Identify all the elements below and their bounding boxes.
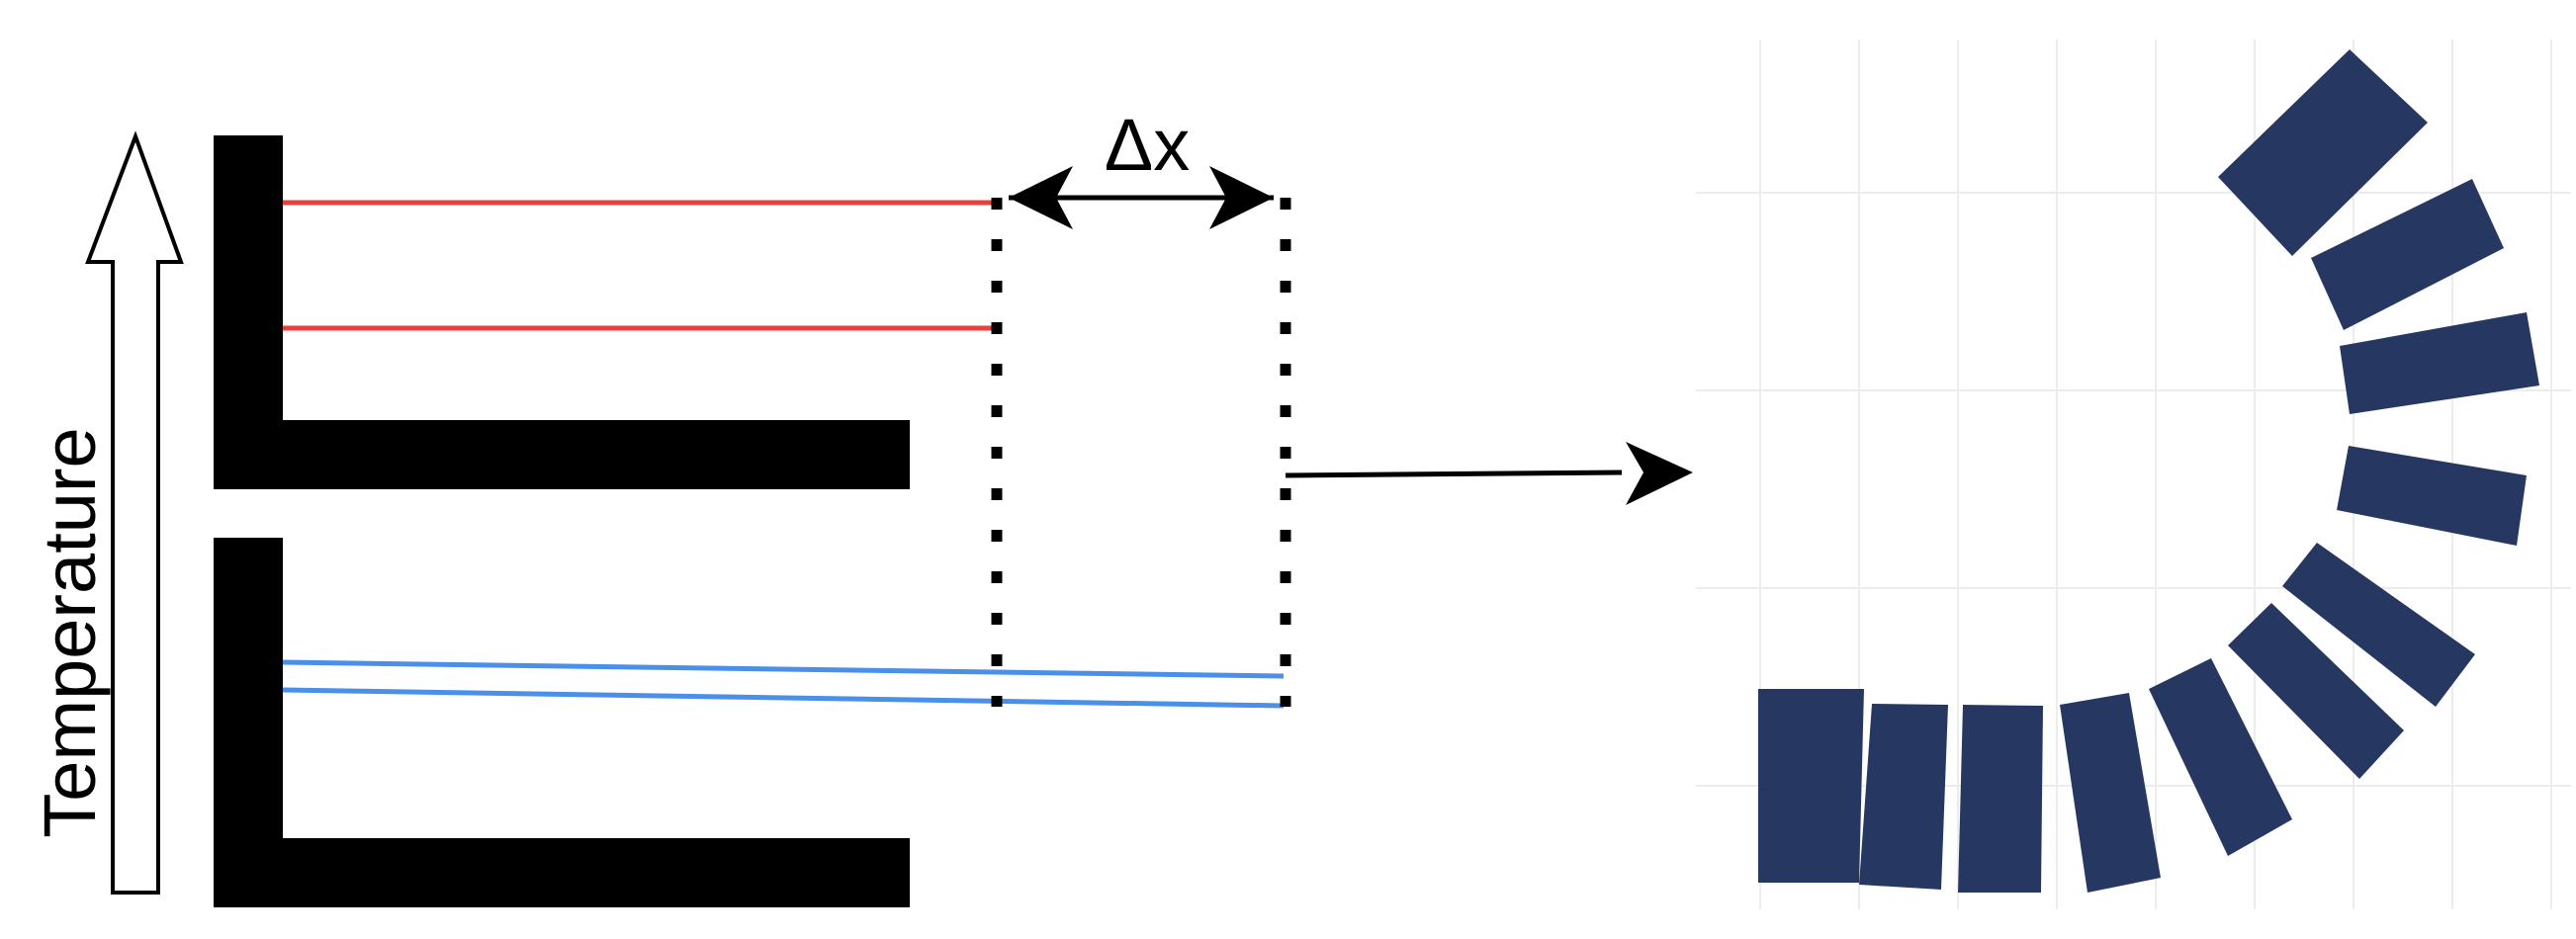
cold-strip-top xyxy=(282,659,1285,679)
strip-segment xyxy=(2311,179,2504,330)
delta-x-label: Δx xyxy=(1105,104,1190,186)
strip-segment xyxy=(1758,689,1864,883)
strip-segment xyxy=(2060,693,2161,893)
strip-segment xyxy=(2228,603,2404,779)
strip-segment xyxy=(1958,705,2043,893)
temperature-label: Temperature xyxy=(29,427,111,837)
transition-arrow-icon xyxy=(1285,442,1693,505)
cold-strip-bottom xyxy=(282,687,1285,709)
bent-segmented-strip xyxy=(1758,49,2539,893)
strip-segment xyxy=(2337,446,2527,546)
cold-state-frame xyxy=(214,538,1285,907)
hot-state-frame xyxy=(214,135,1001,489)
cold-frame-base xyxy=(214,838,910,907)
strip-segment xyxy=(2149,658,2292,856)
delta-x-arrow-icon xyxy=(1009,166,1274,229)
strip-segment xyxy=(2340,312,2539,414)
strip-segment xyxy=(2218,49,2428,256)
temperature-arrow-icon xyxy=(85,130,184,895)
strip-segment xyxy=(2282,543,2475,707)
strip-segment xyxy=(1859,704,1948,890)
hot-frame-base xyxy=(214,420,910,489)
